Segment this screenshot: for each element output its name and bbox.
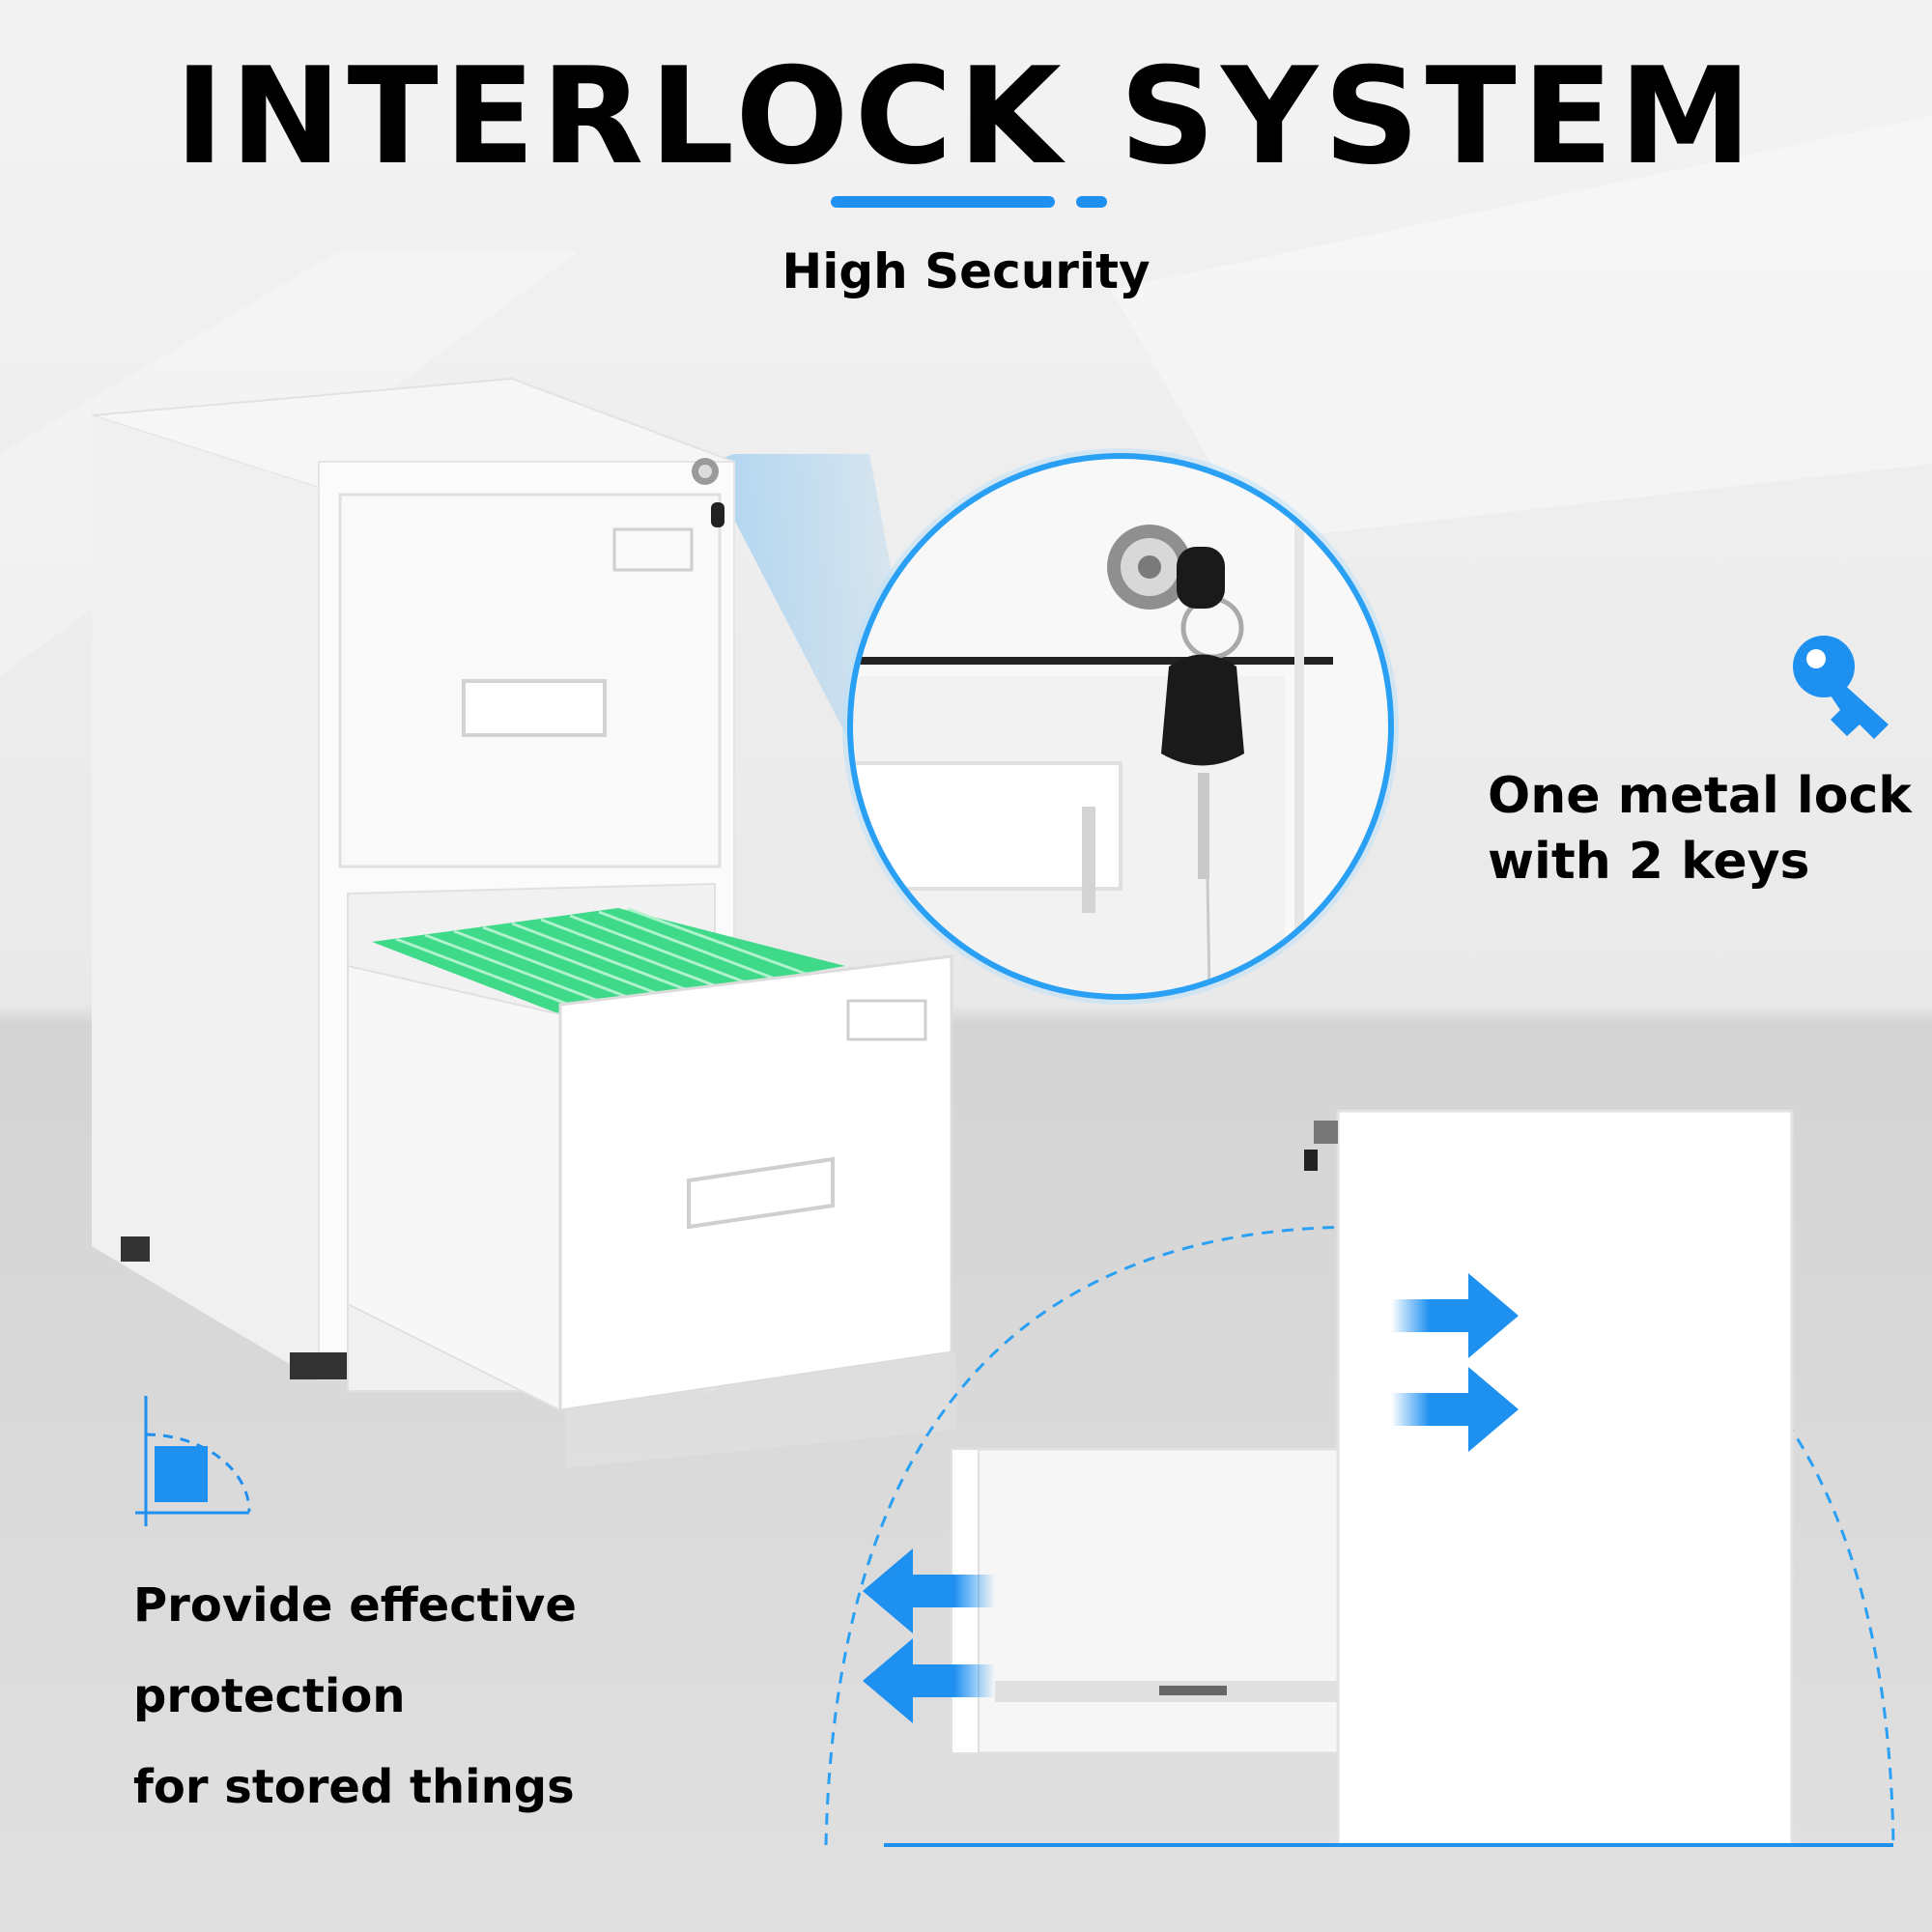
page-subtitle: High Security [781,243,1151,299]
push-arrows-right [1391,1273,1519,1452]
lock-feature-caption: One metal lock with 2 keys [1488,767,1912,891]
protection-corner-icon [135,1396,251,1526]
pull-arrows-left [863,1548,995,1723]
secondary-cabinet [824,1109,1895,1847]
accent-dash [831,196,1055,208]
key-icon [1793,636,1889,739]
filing-cabinet [91,377,956,1468]
page-title: INTERLOCK SYSTEM [174,39,1758,194]
lock-closeup-lens [842,448,1399,1005]
hanging-folders [372,907,845,1014]
protection-feature-caption: Provide effective protection for stored … [133,1578,577,1814]
accent-dash-dot [1076,196,1107,208]
